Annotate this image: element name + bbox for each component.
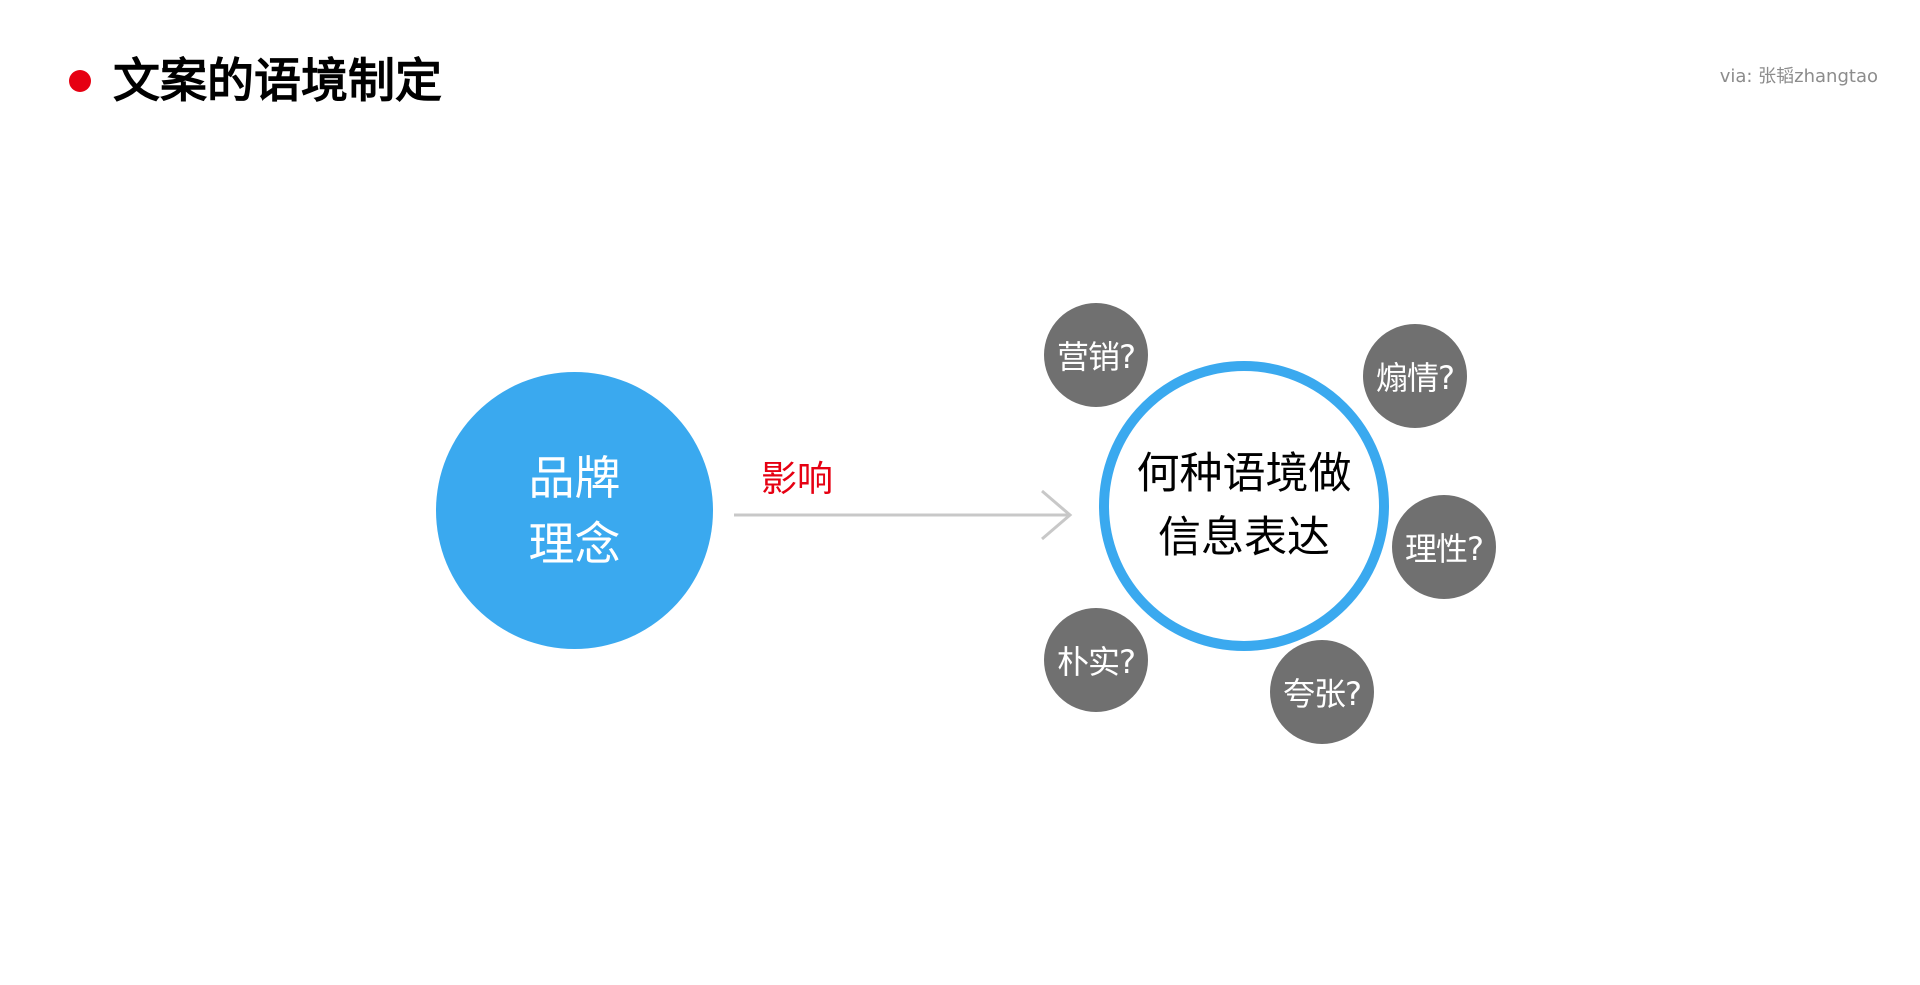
influence-arrow-icon [734, 489, 1073, 541]
author-credit: via: 张韬zhangtao [1719, 66, 1878, 87]
option-sentimental-bubble: 煽情? [1363, 324, 1467, 428]
option-plain-bubble: 朴实? [1044, 608, 1148, 712]
option-marketing-bubble: 营销? [1044, 303, 1148, 407]
influence-label: 影响 [761, 459, 834, 500]
page-title: 文案的语境制定 [113, 54, 442, 109]
option-rational-bubble: 理性? [1392, 495, 1496, 599]
context-expression-node: 何种语境做 信息表达 [1099, 361, 1389, 651]
brand-concept-node: 品牌 理念 [436, 372, 713, 649]
option-exaggerated-bubble: 夸张? [1270, 640, 1374, 744]
title-bullet-dot [69, 70, 91, 92]
